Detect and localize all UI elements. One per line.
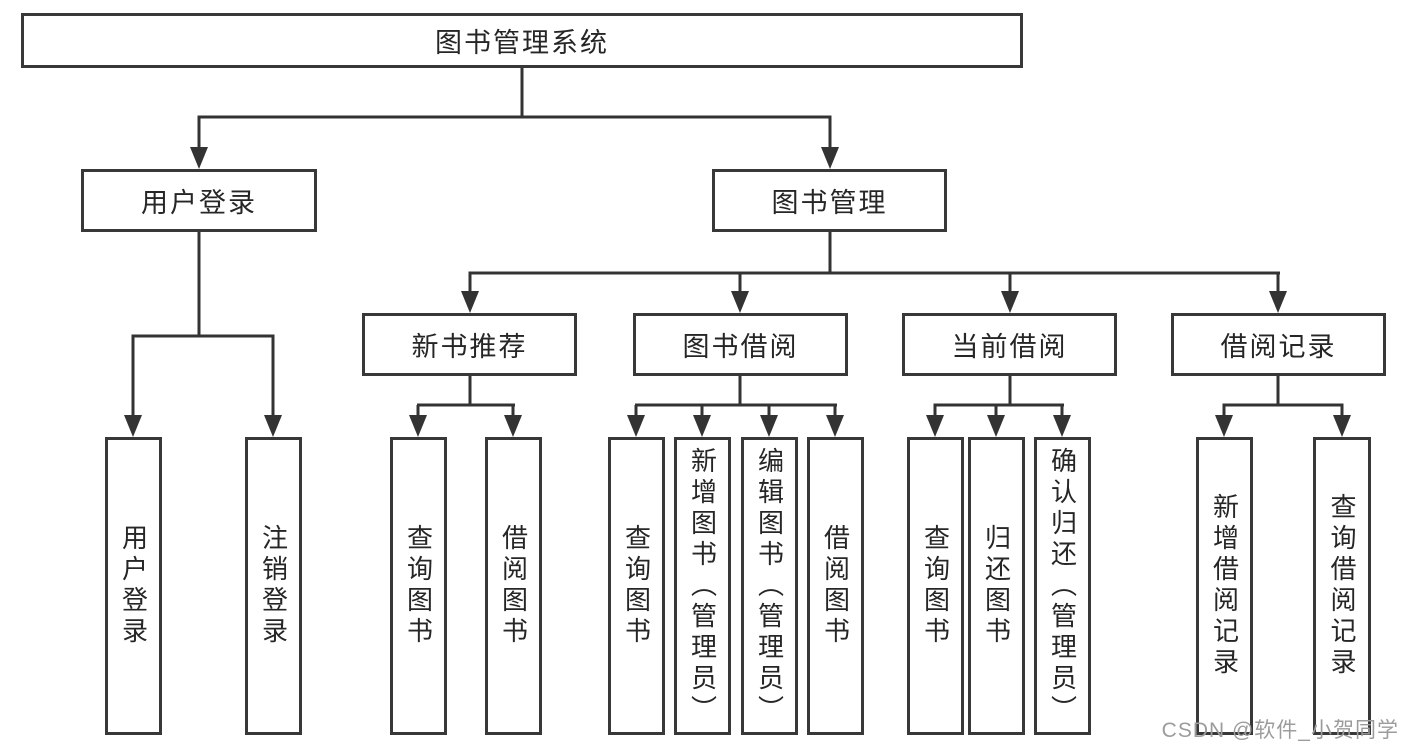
leaf-borrow-books-borrowing: 借阅图书 xyxy=(807,437,864,735)
arrow xyxy=(1053,415,1071,437)
arrowheads xyxy=(124,147,1351,437)
arrow xyxy=(987,415,1005,437)
node-borrowing-records: 借阅记录 xyxy=(1171,313,1386,376)
arrow xyxy=(409,415,427,437)
node-book-borrowing: 图书借阅 xyxy=(633,313,848,376)
arrow xyxy=(1269,291,1287,313)
arrow xyxy=(693,415,711,437)
leaf-user-login: 用户登录 xyxy=(105,437,162,735)
leaf-logout: 注销登录 xyxy=(245,437,302,735)
leaf-confirm-return-admin: 确认归还（管理员） xyxy=(1034,437,1091,735)
arrow xyxy=(627,415,645,437)
leaf-query-books-current: 查询图书 xyxy=(907,437,964,735)
leaf-query-borrow-record: 查询借阅记录 xyxy=(1313,437,1371,735)
leaf-add-books-admin: 新增图书（管理员） xyxy=(674,437,731,735)
arrow xyxy=(1333,415,1351,437)
leaf-return-books: 归还图书 xyxy=(968,437,1025,735)
arrow xyxy=(190,147,208,169)
arrow xyxy=(1215,415,1233,437)
arrow xyxy=(826,415,844,437)
node-user-login: 用户登录 xyxy=(81,169,317,232)
node-new-book-recommend: 新书推荐 xyxy=(362,313,577,376)
arrow xyxy=(760,415,778,437)
node-library-system-root: 图书管理系统 xyxy=(21,13,1023,68)
arrow xyxy=(461,291,479,313)
leaf-add-borrow-record: 新增借阅记录 xyxy=(1196,437,1253,735)
arrow xyxy=(731,291,749,313)
arrow xyxy=(926,415,944,437)
arrow xyxy=(504,415,522,437)
arrow xyxy=(124,415,142,437)
arrow xyxy=(821,147,839,169)
leaf-query-books-recommend: 查询图书 xyxy=(390,437,447,735)
csdn-watermark: CSDN @软件_小贺同学 xyxy=(1161,719,1399,742)
arrow xyxy=(1001,291,1019,313)
arrow xyxy=(264,415,282,437)
leaf-query-books-borrowing: 查询图书 xyxy=(608,437,665,735)
node-current-borrowing: 当前借阅 xyxy=(902,313,1117,376)
node-book-management: 图书管理 xyxy=(712,169,947,232)
leaf-edit-books-admin: 编辑图书（管理员） xyxy=(741,437,798,735)
leaf-borrow-books-recommend: 借阅图书 xyxy=(485,437,542,735)
